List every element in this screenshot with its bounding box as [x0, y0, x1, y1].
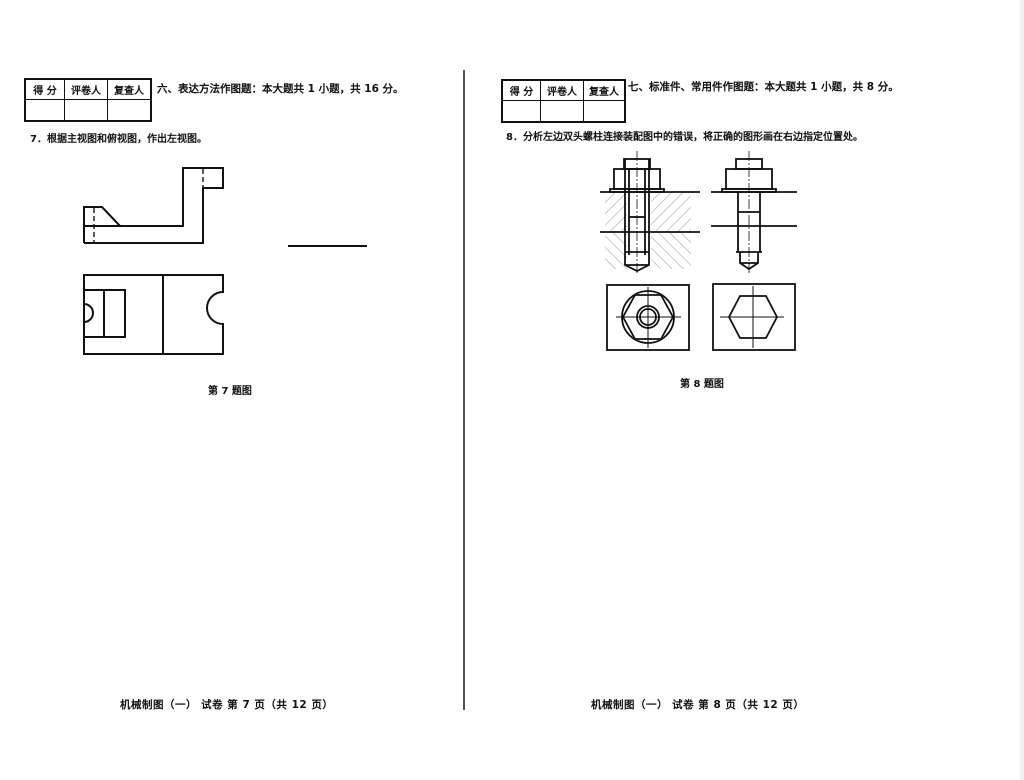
reviewer-cell[interactable]: [107, 99, 152, 122]
section-title: 七、标准件、常用件作图题：本大题共 1 小题，共 8 分。: [628, 81, 899, 93]
reviewer-header: 复查人: [107, 78, 152, 100]
score-table: 得 分 评卷人 复查人: [24, 78, 152, 122]
score-header: 得 分: [501, 79, 541, 101]
page-footer: 机械制图（一） 试卷 第 7 页（共 12 页）: [120, 699, 334, 711]
scan-edge: [1020, 0, 1024, 780]
exam-page-8: 得 分 评卷人 复查人 七、标准件、常用件作图题：本大题共 1 小题，共 8 分…: [464, 0, 1024, 780]
top-view-drawing: [83, 274, 224, 355]
exam-page-7: 得 分 评卷人 复查人 六、表达方法作图题：本大题共 1 小题，共 16 分。 …: [0, 0, 462, 780]
page-divider: [463, 70, 465, 710]
page-footer: 机械制图（一） 试卷 第 8 页（共 12 页）: [591, 699, 805, 711]
question-text: 8．分析左边双头螺柱连接装配图中的错误，将正确的图形画在右边指定位置处。: [506, 132, 863, 143]
score-header: 得 分: [24, 78, 65, 100]
question-text: 7．根据主视图和俯视图，作出左视图。: [30, 134, 207, 145]
grader-cell[interactable]: [540, 100, 584, 123]
figure-caption: 第 8 题图: [680, 379, 724, 390]
stud-correction-drawing: [711, 151, 797, 275]
left-view-answer-line: [288, 245, 367, 247]
reviewer-header: 复查人: [583, 79, 626, 101]
top-view-left-drawing: [606, 284, 690, 351]
score-cell[interactable]: [501, 100, 541, 123]
front-view-drawing: [83, 167, 224, 244]
stud-assembly-drawing: [600, 151, 700, 275]
grader-cell[interactable]: [64, 99, 108, 122]
score-cell[interactable]: [24, 99, 65, 122]
grader-header: 评卷人: [540, 79, 584, 101]
section-title: 六、表达方法作图题：本大题共 1 小题，共 16 分。: [157, 83, 404, 95]
reviewer-cell[interactable]: [583, 100, 626, 123]
top-view-right-drawing: [712, 283, 796, 351]
figure-caption: 第 7 题图: [208, 386, 252, 397]
score-table: 得 分 评卷人 复查人: [501, 79, 626, 123]
grader-header: 评卷人: [64, 78, 108, 100]
